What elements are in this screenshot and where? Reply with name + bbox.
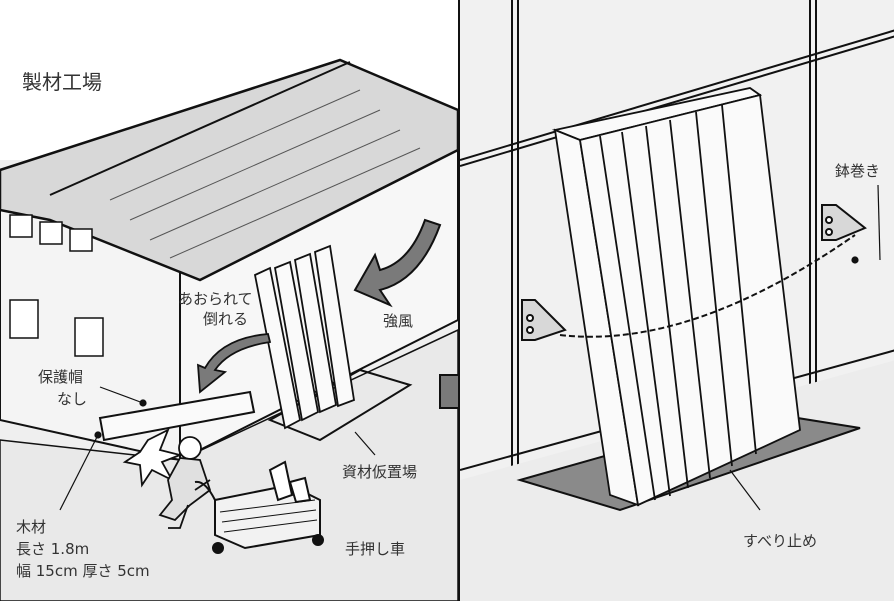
- chain-wrap-label: 鉢巻き: [835, 162, 881, 180]
- roof-hatching: [109, 89, 421, 259]
- hand-cart: [194, 460, 324, 554]
- factory-roof: [0, 58, 458, 282]
- blown-over-label-line1: あおられて: [178, 290, 253, 308]
- no-helmet-label-line1: 保護帽: [38, 368, 84, 386]
- right-panel-countermeasure: 鉢巻き すべり止め: [458, 0, 894, 601]
- lumber-size-label: 幅 15cm 厚さ 5cm: [16, 562, 150, 580]
- material-storage-label: 資材仮置場: [342, 463, 418, 481]
- blown-over-label-line2: 倒れる: [203, 310, 249, 328]
- upright-lumber-stack: [551, 87, 801, 507]
- anti-slip-label: すべり止め: [743, 532, 817, 550]
- lumber-length-label: 長さ 1.8m: [16, 540, 90, 558]
- leaning-lumber-stack: [253, 244, 356, 430]
- roof-ridge: [49, 61, 351, 196]
- falling-board: [98, 390, 256, 442]
- wall-bracket-right: [821, 204, 867, 241]
- hazard-illustration: [0, 0, 458, 601]
- worker-figure: [122, 428, 212, 529]
- left-panel-hazard-scene: 製材工場 あおられて 倒れる 強風 保護帽 なし 資材仮置場 手押し車 木材 長…: [0, 0, 458, 601]
- factory-title: 製材工場: [22, 70, 102, 94]
- hand-cart-label: 手押し車: [345, 540, 406, 558]
- lumber-title-label: 木材: [16, 518, 47, 536]
- fall-direction-arrow-icon: [196, 333, 272, 394]
- no-helmet-label-line2: なし: [57, 390, 88, 408]
- strong-wind-label: 強風: [383, 312, 414, 330]
- leader-lines-right: [729, 184, 881, 511]
- countermeasure-illustration: [460, 0, 894, 601]
- wind-arrow-icon: [353, 218, 442, 308]
- wall-bracket-left: [521, 299, 567, 341]
- leader-lines: [59, 386, 376, 511]
- factory-windows: [9, 214, 104, 357]
